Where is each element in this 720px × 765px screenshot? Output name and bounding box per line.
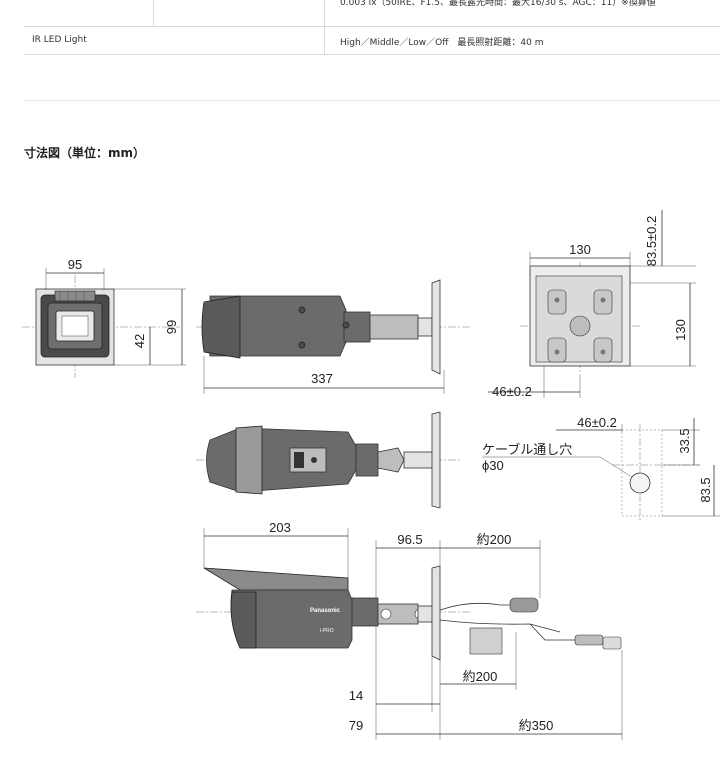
column-divider: [324, 0, 325, 26]
spec-table: 0.003 lx（50IRE、F1.5、最長露光時間：最大16/30 s、AGC…: [24, 0, 720, 55]
dim-rear-length: 79: [349, 718, 363, 733]
column-divider: [324, 27, 325, 54]
section-title: 寸法図（単位：mm）: [24, 146, 146, 160]
section-separator: [24, 100, 720, 101]
dim-mount-hole-pitch: 46±0.2: [492, 384, 532, 399]
cable-hole-detail: 46±0.2 33.5 83.5 ケーブル通し穴 ϕ30: [482, 415, 720, 520]
dim-bracket-length: 96.5: [397, 532, 422, 547]
dim-mount-top-offset: 83.5±0.2: [644, 216, 659, 267]
dim-cable-length-top: 約200: [477, 532, 512, 547]
bottom-side-view: Panasonic i-PRO 203 96.5 約200 約200: [196, 520, 623, 740]
spec-value-ir-led: High／Middle／Low／Off 最長照射距離：40 m: [340, 38, 544, 48]
side-view: 337: [196, 279, 470, 394]
spec-row-min-illumination: 0.003 lx（50IRE、F1.5、最長露光時間：最大16/30 s、AGC…: [24, 0, 720, 27]
dim-hole-offset-x: 46±0.2: [577, 415, 617, 430]
dim-front-height: 99: [164, 320, 179, 334]
mount-plate-view: 130 83.5±0.2 130 46±0.2: [488, 210, 696, 399]
dim-bracket-base: 14: [349, 688, 363, 703]
cable-hole-diameter: ϕ30: [482, 458, 504, 473]
model-logo: i-PRO: [320, 628, 334, 634]
dim-hole-offset-top: 33.5: [677, 428, 692, 453]
dim-side-length: 337: [311, 371, 333, 386]
top-view: [196, 411, 460, 509]
spec-row-ir-led: IR LED Light High／Middle／Low／Off 最長照射距離：…: [24, 27, 720, 55]
spec-label-ir-led: IR LED Light: [32, 35, 87, 45]
dim-cable-total: 約350: [519, 718, 554, 733]
cable-hole-label: ケーブル通し穴: [482, 442, 572, 457]
column-divider: [153, 0, 154, 26]
front-view: 95 99 42: [22, 257, 186, 378]
brand-logo: Panasonic: [310, 608, 341, 614]
dim-hole-offset-bottom: 83.5: [698, 477, 713, 502]
dim-housing-length: 203: [269, 520, 291, 535]
dim-front-width: 95: [68, 257, 82, 272]
dim-cable-length-mid: 約200: [463, 669, 498, 684]
dim-mount-width: 130: [569, 242, 591, 257]
dim-mount-height: 130: [673, 319, 688, 341]
spec-value-min-illumination: 0.003 lx（50IRE、F1.5、最長露光時間：最大16/30 s、AGC…: [340, 0, 656, 8]
dim-front-offset: 42: [132, 334, 147, 348]
